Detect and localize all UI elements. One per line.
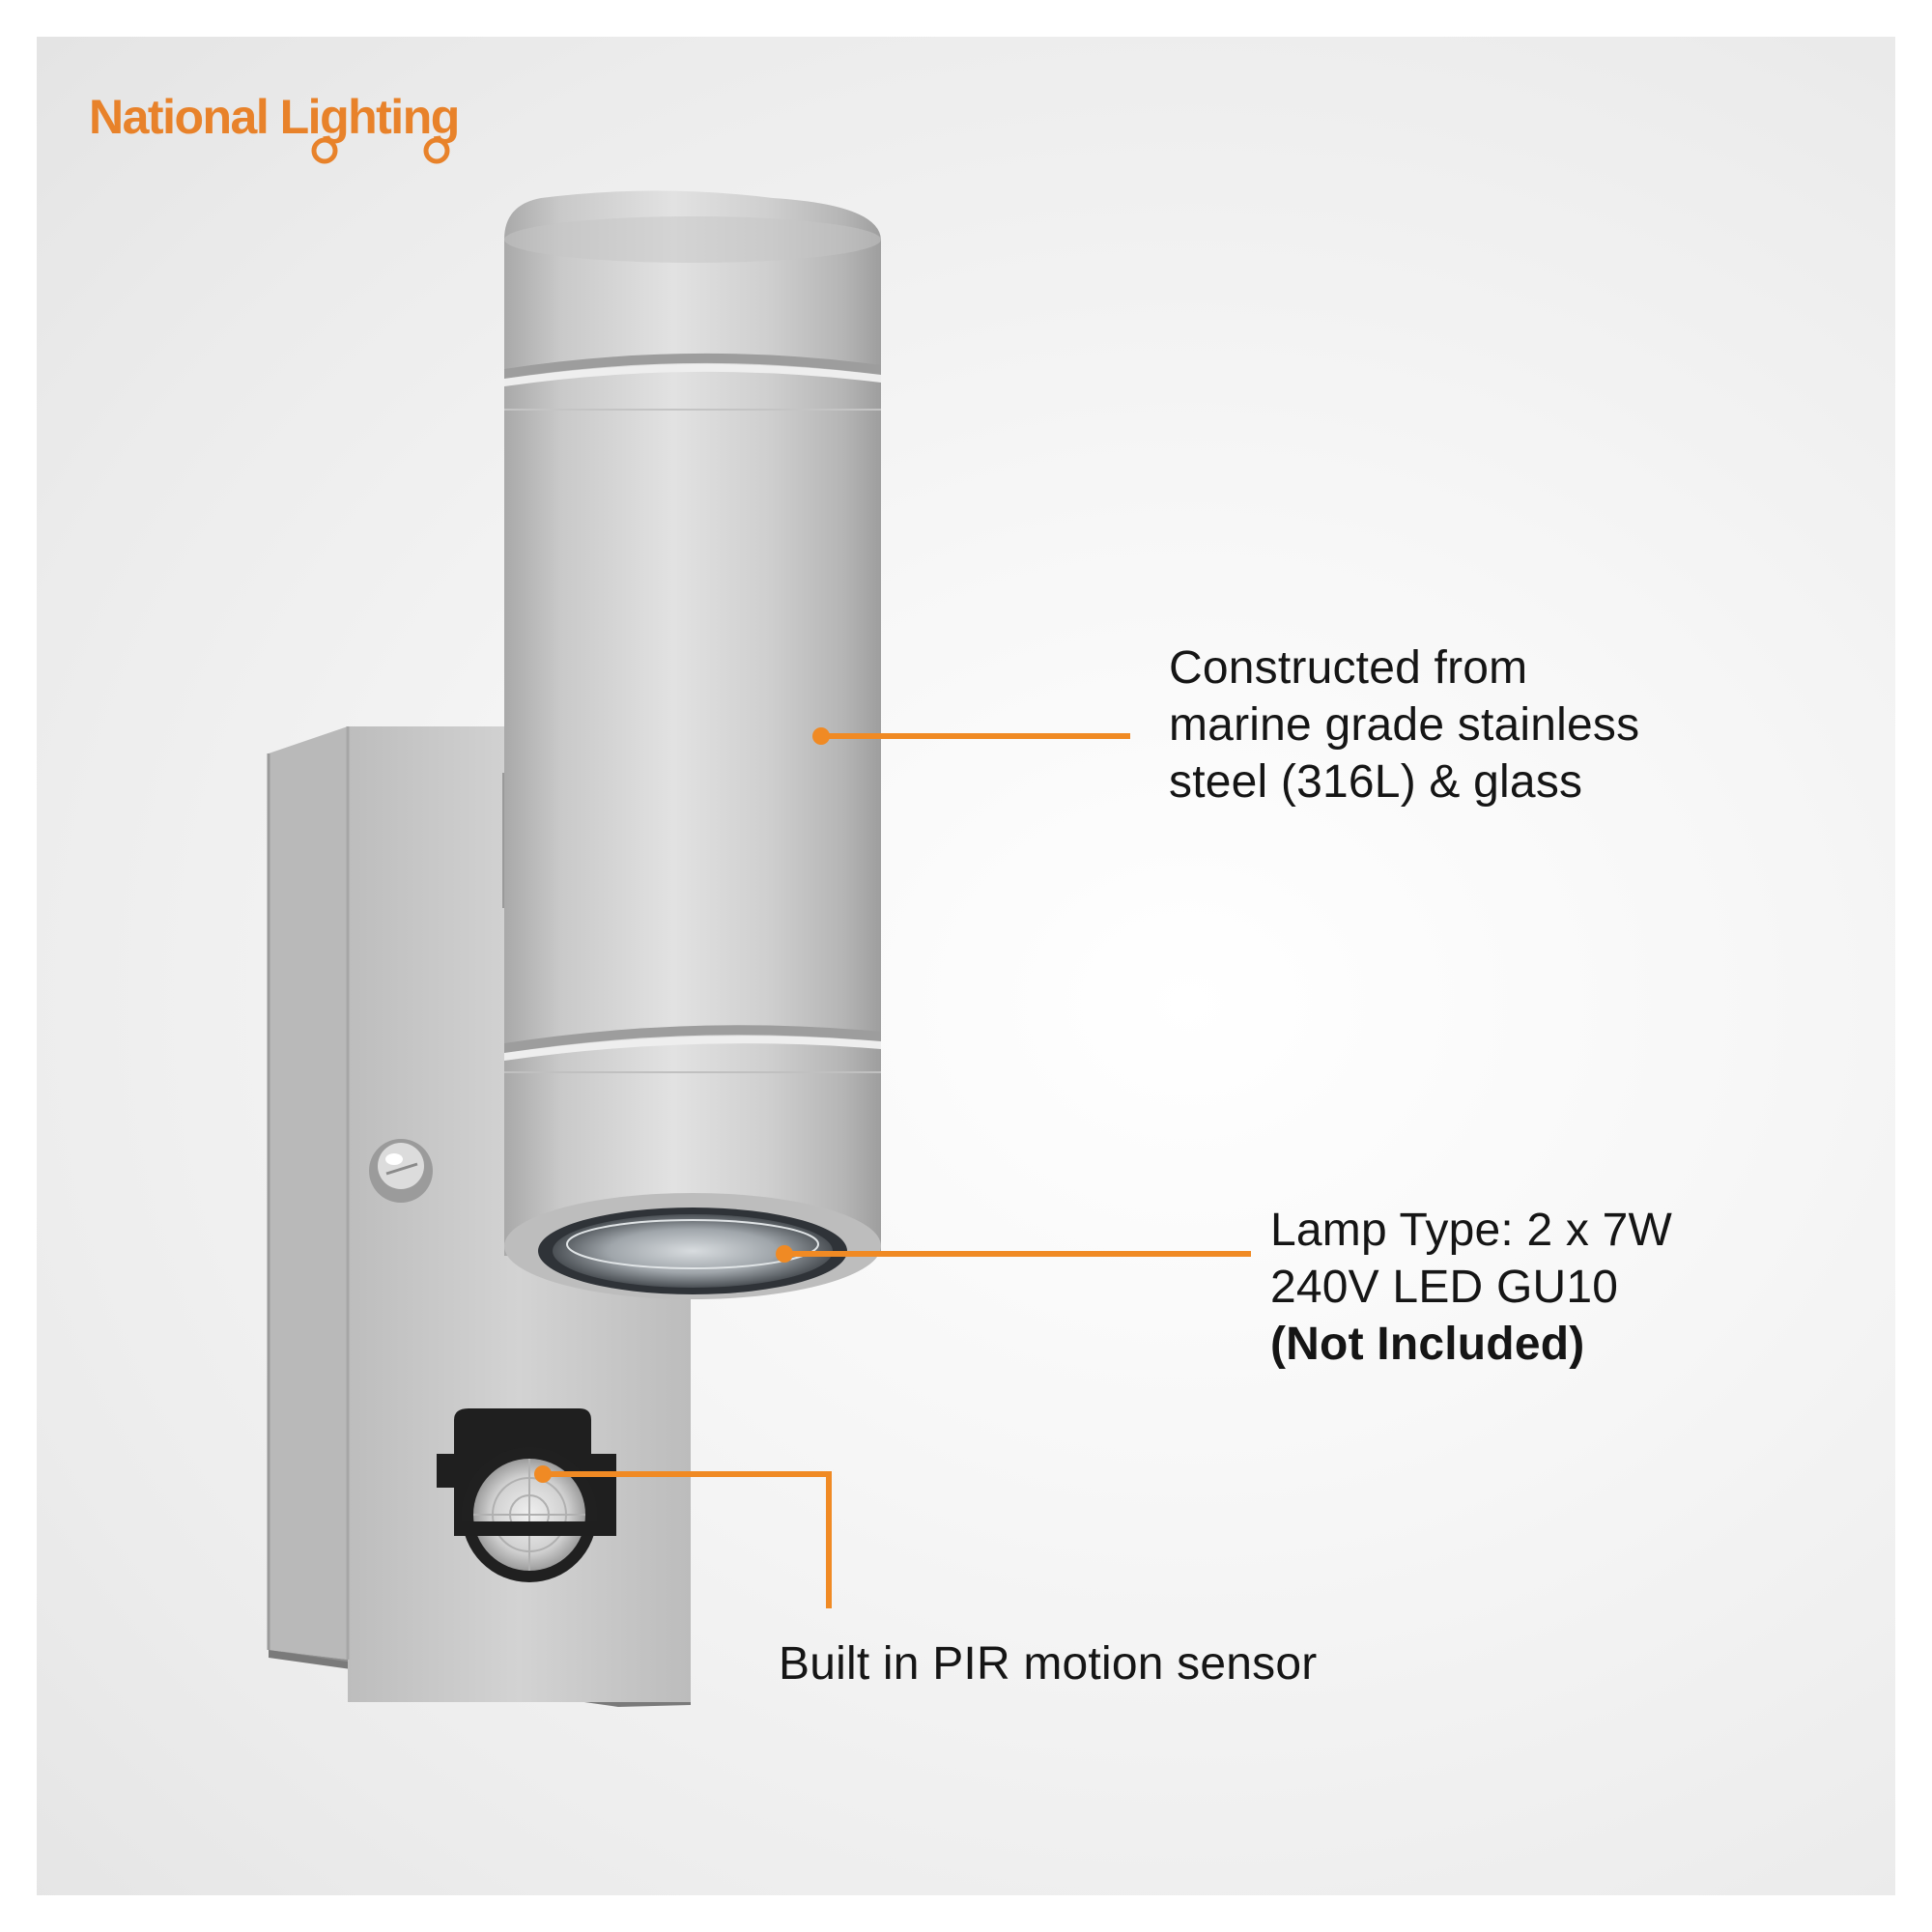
leader-line-sensor <box>543 1471 832 1608</box>
callout-material-line1: Constructed from <box>1169 642 1528 694</box>
brand-logo: National Lighting <box>89 89 475 185</box>
cylinder-housing <box>502 190 881 1256</box>
bulb-icon <box>311 137 450 164</box>
screw-icon <box>369 1139 433 1203</box>
callout-material: Constructed from marine grade stainless … <box>1169 639 1639 810</box>
pir-sensor <box>437 1408 616 1582</box>
callout-lamp-line2: 240V LED GU10 <box>1270 1262 1619 1313</box>
brand-logo-text: National Lighting <box>89 90 460 144</box>
leader-dots <box>534 727 830 1483</box>
callout-lamp-line3: (Not Included) <box>1270 1319 1585 1370</box>
callout-sensor: Built in PIR motion sensor <box>779 1635 1317 1692</box>
callout-material-line3: steel (316L) & glass <box>1169 756 1583 808</box>
callout-lamp-line1: Lamp Type: 2 x 7W <box>1270 1205 1673 1256</box>
lens-glass <box>504 1193 881 1299</box>
leader-lines <box>543 733 1251 1608</box>
callout-sensor-line1: Built in PIR motion sensor <box>779 1638 1318 1690</box>
callout-lamp: Lamp Type: 2 x 7W 240V LED GU10 (Not Inc… <box>1270 1202 1672 1373</box>
callout-material-line2: marine grade stainless <box>1169 699 1640 751</box>
